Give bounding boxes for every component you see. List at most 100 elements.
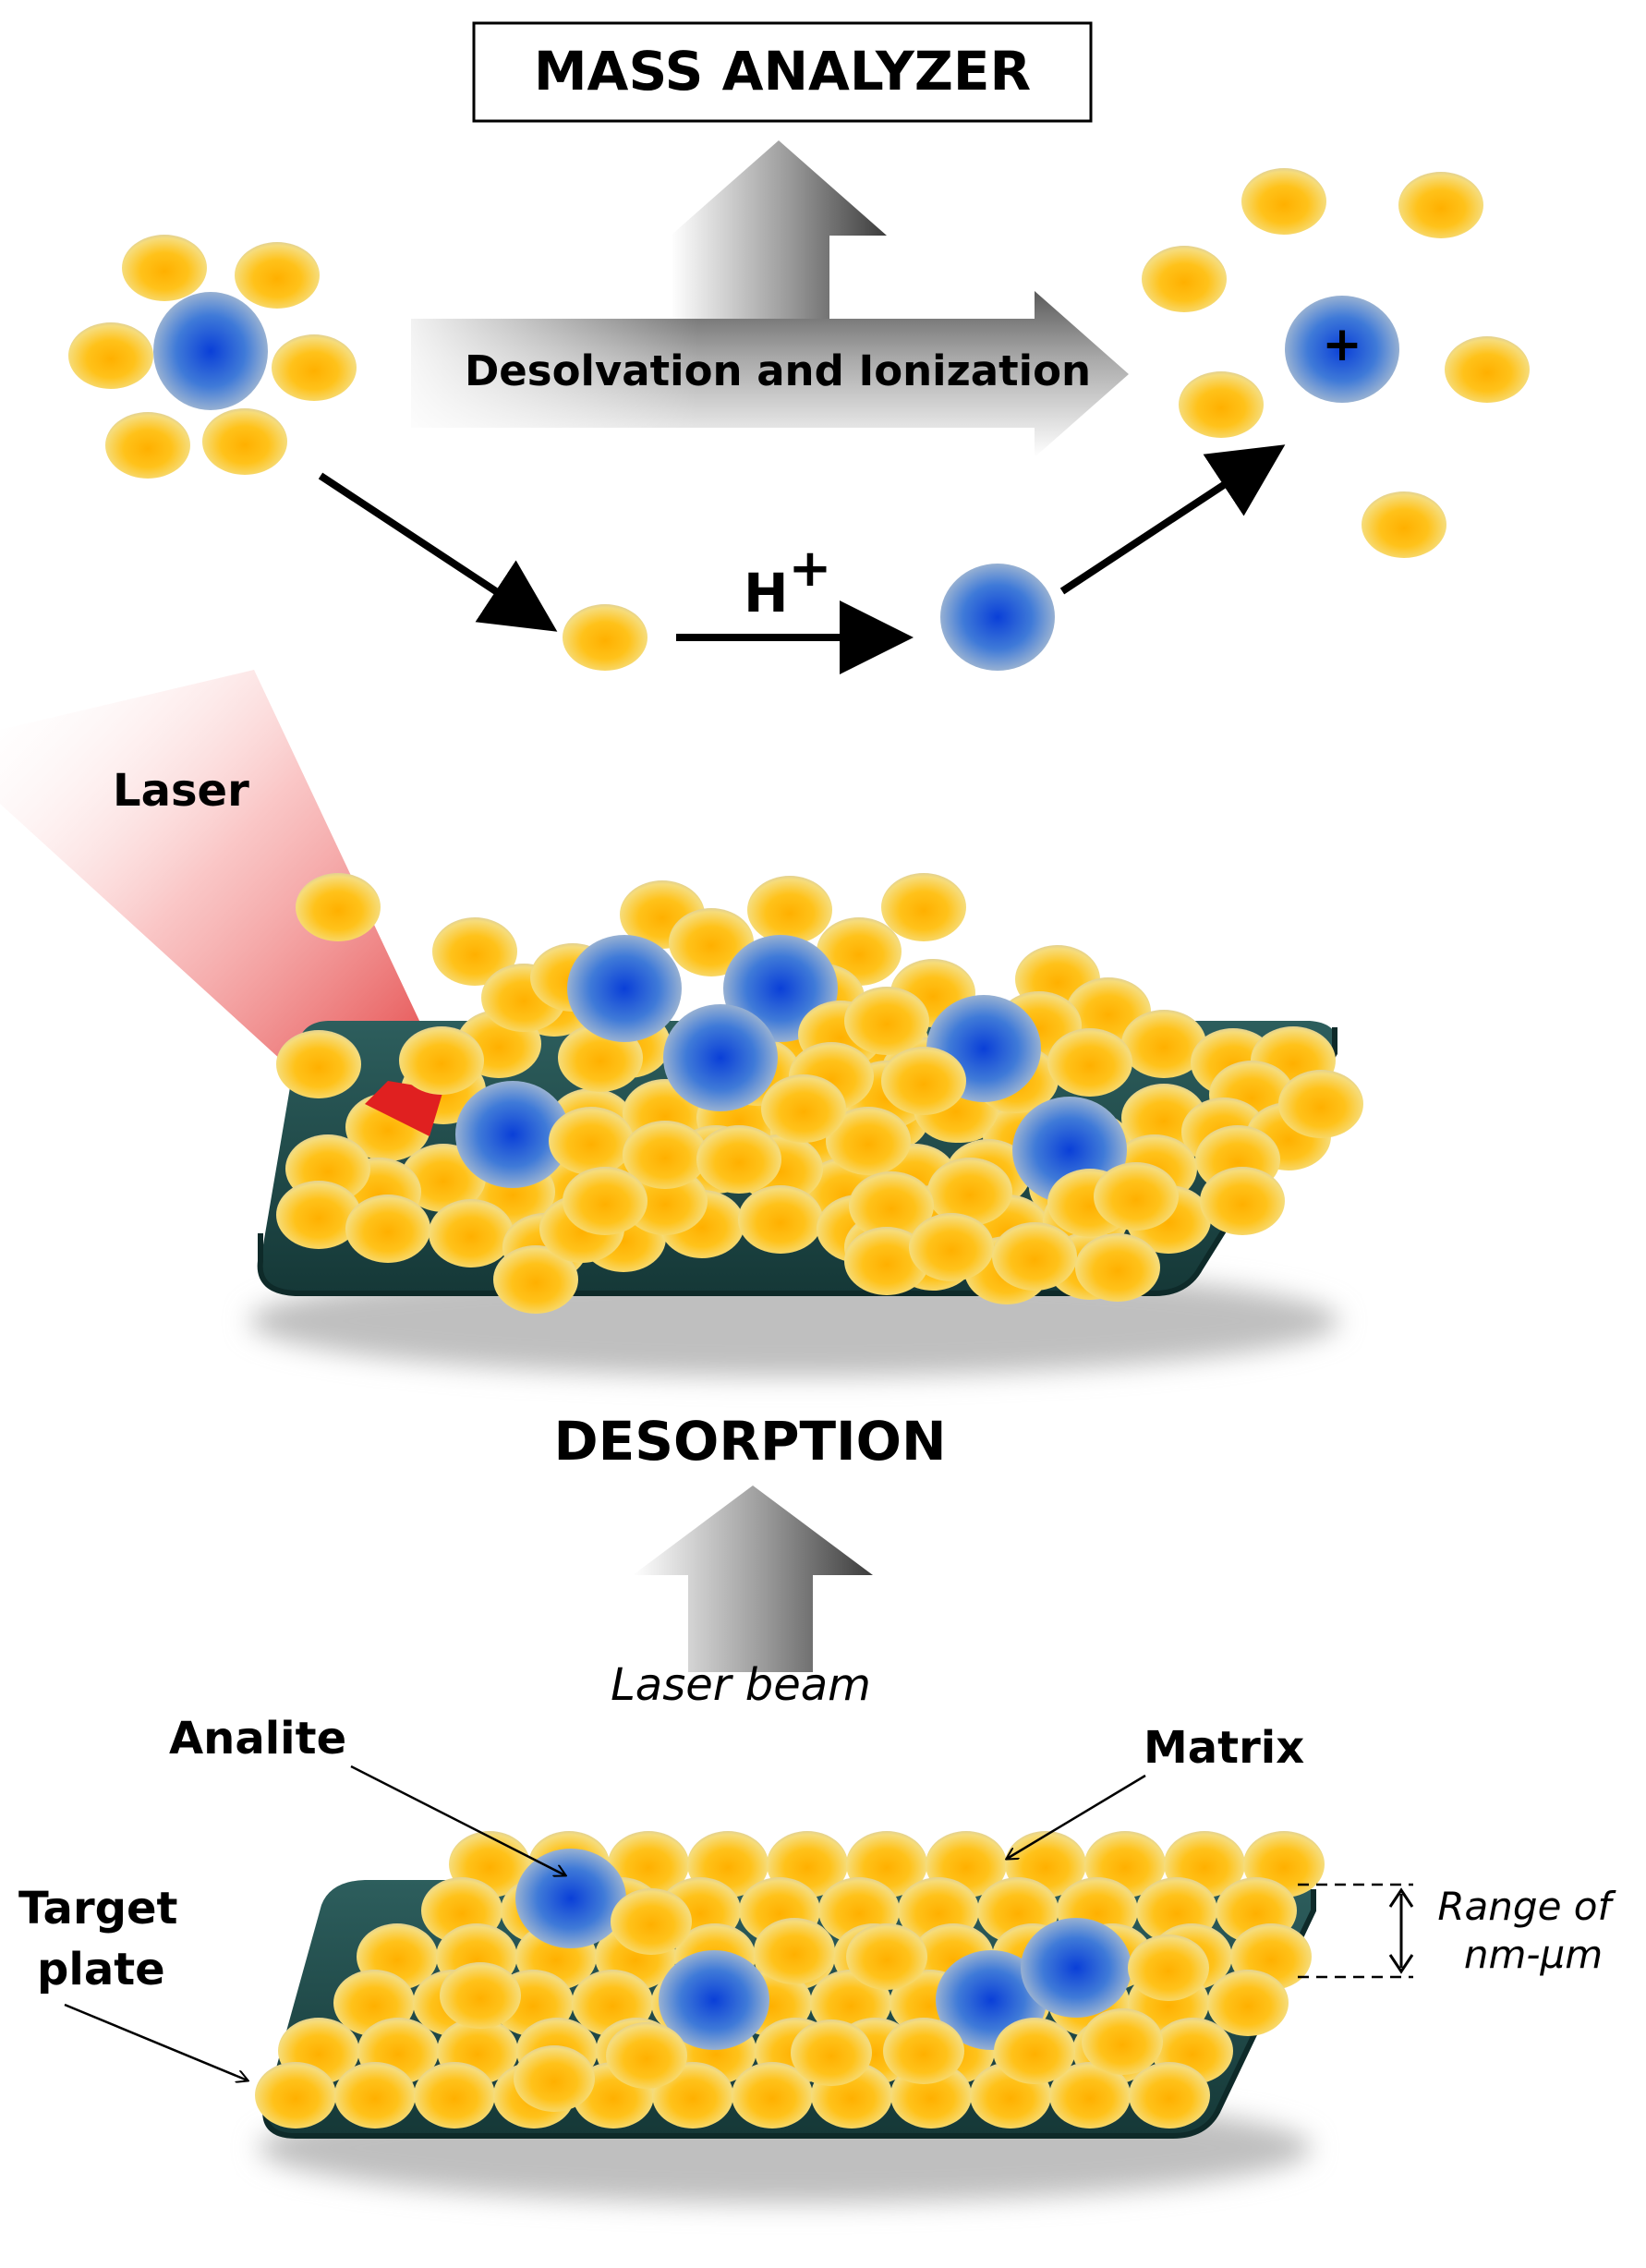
matrix-sphere bbox=[1094, 1162, 1179, 1231]
analyte-sphere bbox=[1021, 1918, 1132, 2018]
path-spheres bbox=[563, 564, 1055, 671]
matrix-sphere bbox=[1128, 1934, 1209, 2001]
target-plate-label: Target plate bbox=[18, 1883, 193, 1995]
matrix-sphere bbox=[738, 1185, 823, 1254]
matrix-sphere bbox=[1082, 2008, 1163, 2075]
solvated-cluster bbox=[68, 235, 357, 479]
target-plate-line2: plate bbox=[37, 1944, 165, 1995]
range-line2: nm-μm bbox=[1464, 1932, 1603, 1977]
path-arrow-down bbox=[318, 472, 558, 632]
matrix-sphere bbox=[606, 2022, 687, 2089]
matrix-sphere bbox=[399, 1026, 484, 1095]
matrix-sphere bbox=[846, 1923, 927, 1990]
mass-analyzer-label: MASS ANALYZER bbox=[534, 40, 1031, 103]
matrix-sphere bbox=[611, 1888, 692, 1955]
matrix-sphere bbox=[732, 2062, 813, 2129]
matrix-sphere bbox=[754, 1918, 835, 1984]
middle-sample-spheres bbox=[276, 873, 1363, 1314]
matrix-sphere bbox=[1121, 1010, 1206, 1078]
matrix-sphere bbox=[1362, 491, 1446, 558]
matrix-sphere bbox=[276, 1030, 361, 1098]
matrix-sphere bbox=[549, 1107, 634, 1175]
matrix-sphere bbox=[1241, 168, 1326, 235]
matrix-sphere bbox=[1278, 1070, 1363, 1138]
analite-pointer bbox=[350, 1765, 565, 1875]
analyte-sphere bbox=[659, 1950, 769, 2050]
laser-impact-spot bbox=[365, 1081, 443, 1136]
matrix-sphere bbox=[992, 1222, 1077, 1291]
target-plate-line1: Target bbox=[18, 1883, 177, 1934]
matrix-sphere bbox=[994, 2018, 1075, 2084]
analyte-sphere bbox=[153, 292, 268, 410]
matrix-sphere bbox=[927, 1158, 1012, 1226]
matrix-sphere bbox=[1179, 371, 1264, 438]
matrix-sphere bbox=[345, 1195, 430, 1263]
analyte-sphere bbox=[455, 1081, 570, 1188]
proton-charge: + bbox=[789, 539, 832, 599]
matrix-sphere bbox=[1398, 172, 1483, 238]
matrix-sphere bbox=[429, 1199, 514, 1267]
matrix-sphere bbox=[1049, 2062, 1131, 2129]
matrix-sphere bbox=[255, 2062, 336, 2129]
range-label: Range of nm-μm bbox=[1437, 1884, 1623, 1977]
matrix-sphere bbox=[844, 987, 929, 1055]
matrix-sphere bbox=[276, 1181, 361, 1249]
matrix-sphere bbox=[761, 1074, 846, 1143]
desolvation-label: Desolvation and Ionization bbox=[465, 346, 1091, 395]
proton-base: H bbox=[744, 562, 789, 625]
matrix-sphere bbox=[881, 1047, 966, 1115]
mass-analyzer-box bbox=[472, 21, 1093, 123]
path-arrow-up bbox=[1059, 444, 1286, 595]
matrix-sphere bbox=[493, 1245, 578, 1314]
matrix-sphere bbox=[563, 604, 648, 671]
matrix-sphere bbox=[414, 2062, 495, 2129]
matrix-sphere bbox=[1445, 336, 1530, 403]
matrix-sphere bbox=[881, 873, 966, 941]
ionized-cluster bbox=[1142, 168, 1530, 558]
analite-label: Analite bbox=[169, 1713, 346, 1765]
analyte-sphere bbox=[1285, 296, 1399, 403]
matrix-sphere bbox=[883, 2018, 964, 2084]
analyte-sphere bbox=[515, 1849, 626, 1948]
matrix-sphere bbox=[432, 917, 517, 986]
matrix-sphere bbox=[1129, 2062, 1210, 2129]
matrix-sphere bbox=[296, 873, 381, 941]
desorption-up-arrow bbox=[633, 1486, 873, 1672]
matrix-sphere bbox=[909, 1213, 994, 1281]
matrix-sphere bbox=[514, 2045, 595, 2112]
matrix-sphere bbox=[235, 242, 320, 309]
matrix-sphere bbox=[440, 1962, 521, 2029]
matrix-sphere bbox=[1200, 1167, 1285, 1235]
matrix-sphere bbox=[1142, 246, 1227, 312]
analyte-sphere bbox=[663, 1004, 778, 1111]
matrix-sphere bbox=[1207, 1970, 1289, 2036]
matrix-label: Matrix bbox=[1144, 1722, 1304, 1774]
matrix-sphere bbox=[623, 1121, 708, 1189]
matrix-sphere bbox=[849, 1171, 934, 1240]
matrix-sphere bbox=[696, 1125, 781, 1194]
matrix-sphere bbox=[791, 2019, 872, 2086]
proton-symbol: H+ bbox=[744, 539, 831, 625]
matrix-sphere bbox=[334, 2062, 416, 2129]
mass-analyzer-up-arrow bbox=[671, 140, 887, 319]
matrix-sphere bbox=[202, 408, 287, 475]
laser-beam-label: Laser beam bbox=[611, 1659, 871, 1711]
matrix-sphere bbox=[272, 334, 357, 401]
bottom-sample-spheres bbox=[255, 1831, 1325, 2129]
matrix-sphere bbox=[826, 1107, 911, 1175]
ion-charge: + bbox=[1322, 317, 1362, 372]
laser-label: Laser bbox=[113, 765, 249, 817]
target-plate-pointer bbox=[64, 2003, 248, 2080]
matrix-sphere bbox=[1047, 1028, 1132, 1097]
matrix-sphere bbox=[747, 876, 832, 944]
matrix-sphere bbox=[68, 322, 153, 389]
matrix-sphere bbox=[105, 412, 190, 479]
analyte-sphere bbox=[940, 564, 1055, 671]
desorption-label: DESORPTION bbox=[553, 1410, 946, 1473]
matrix-sphere bbox=[563, 1167, 648, 1235]
range-line1: Range of bbox=[1437, 1884, 1616, 1929]
analyte-sphere bbox=[567, 935, 682, 1042]
matrix-sphere bbox=[122, 235, 207, 301]
